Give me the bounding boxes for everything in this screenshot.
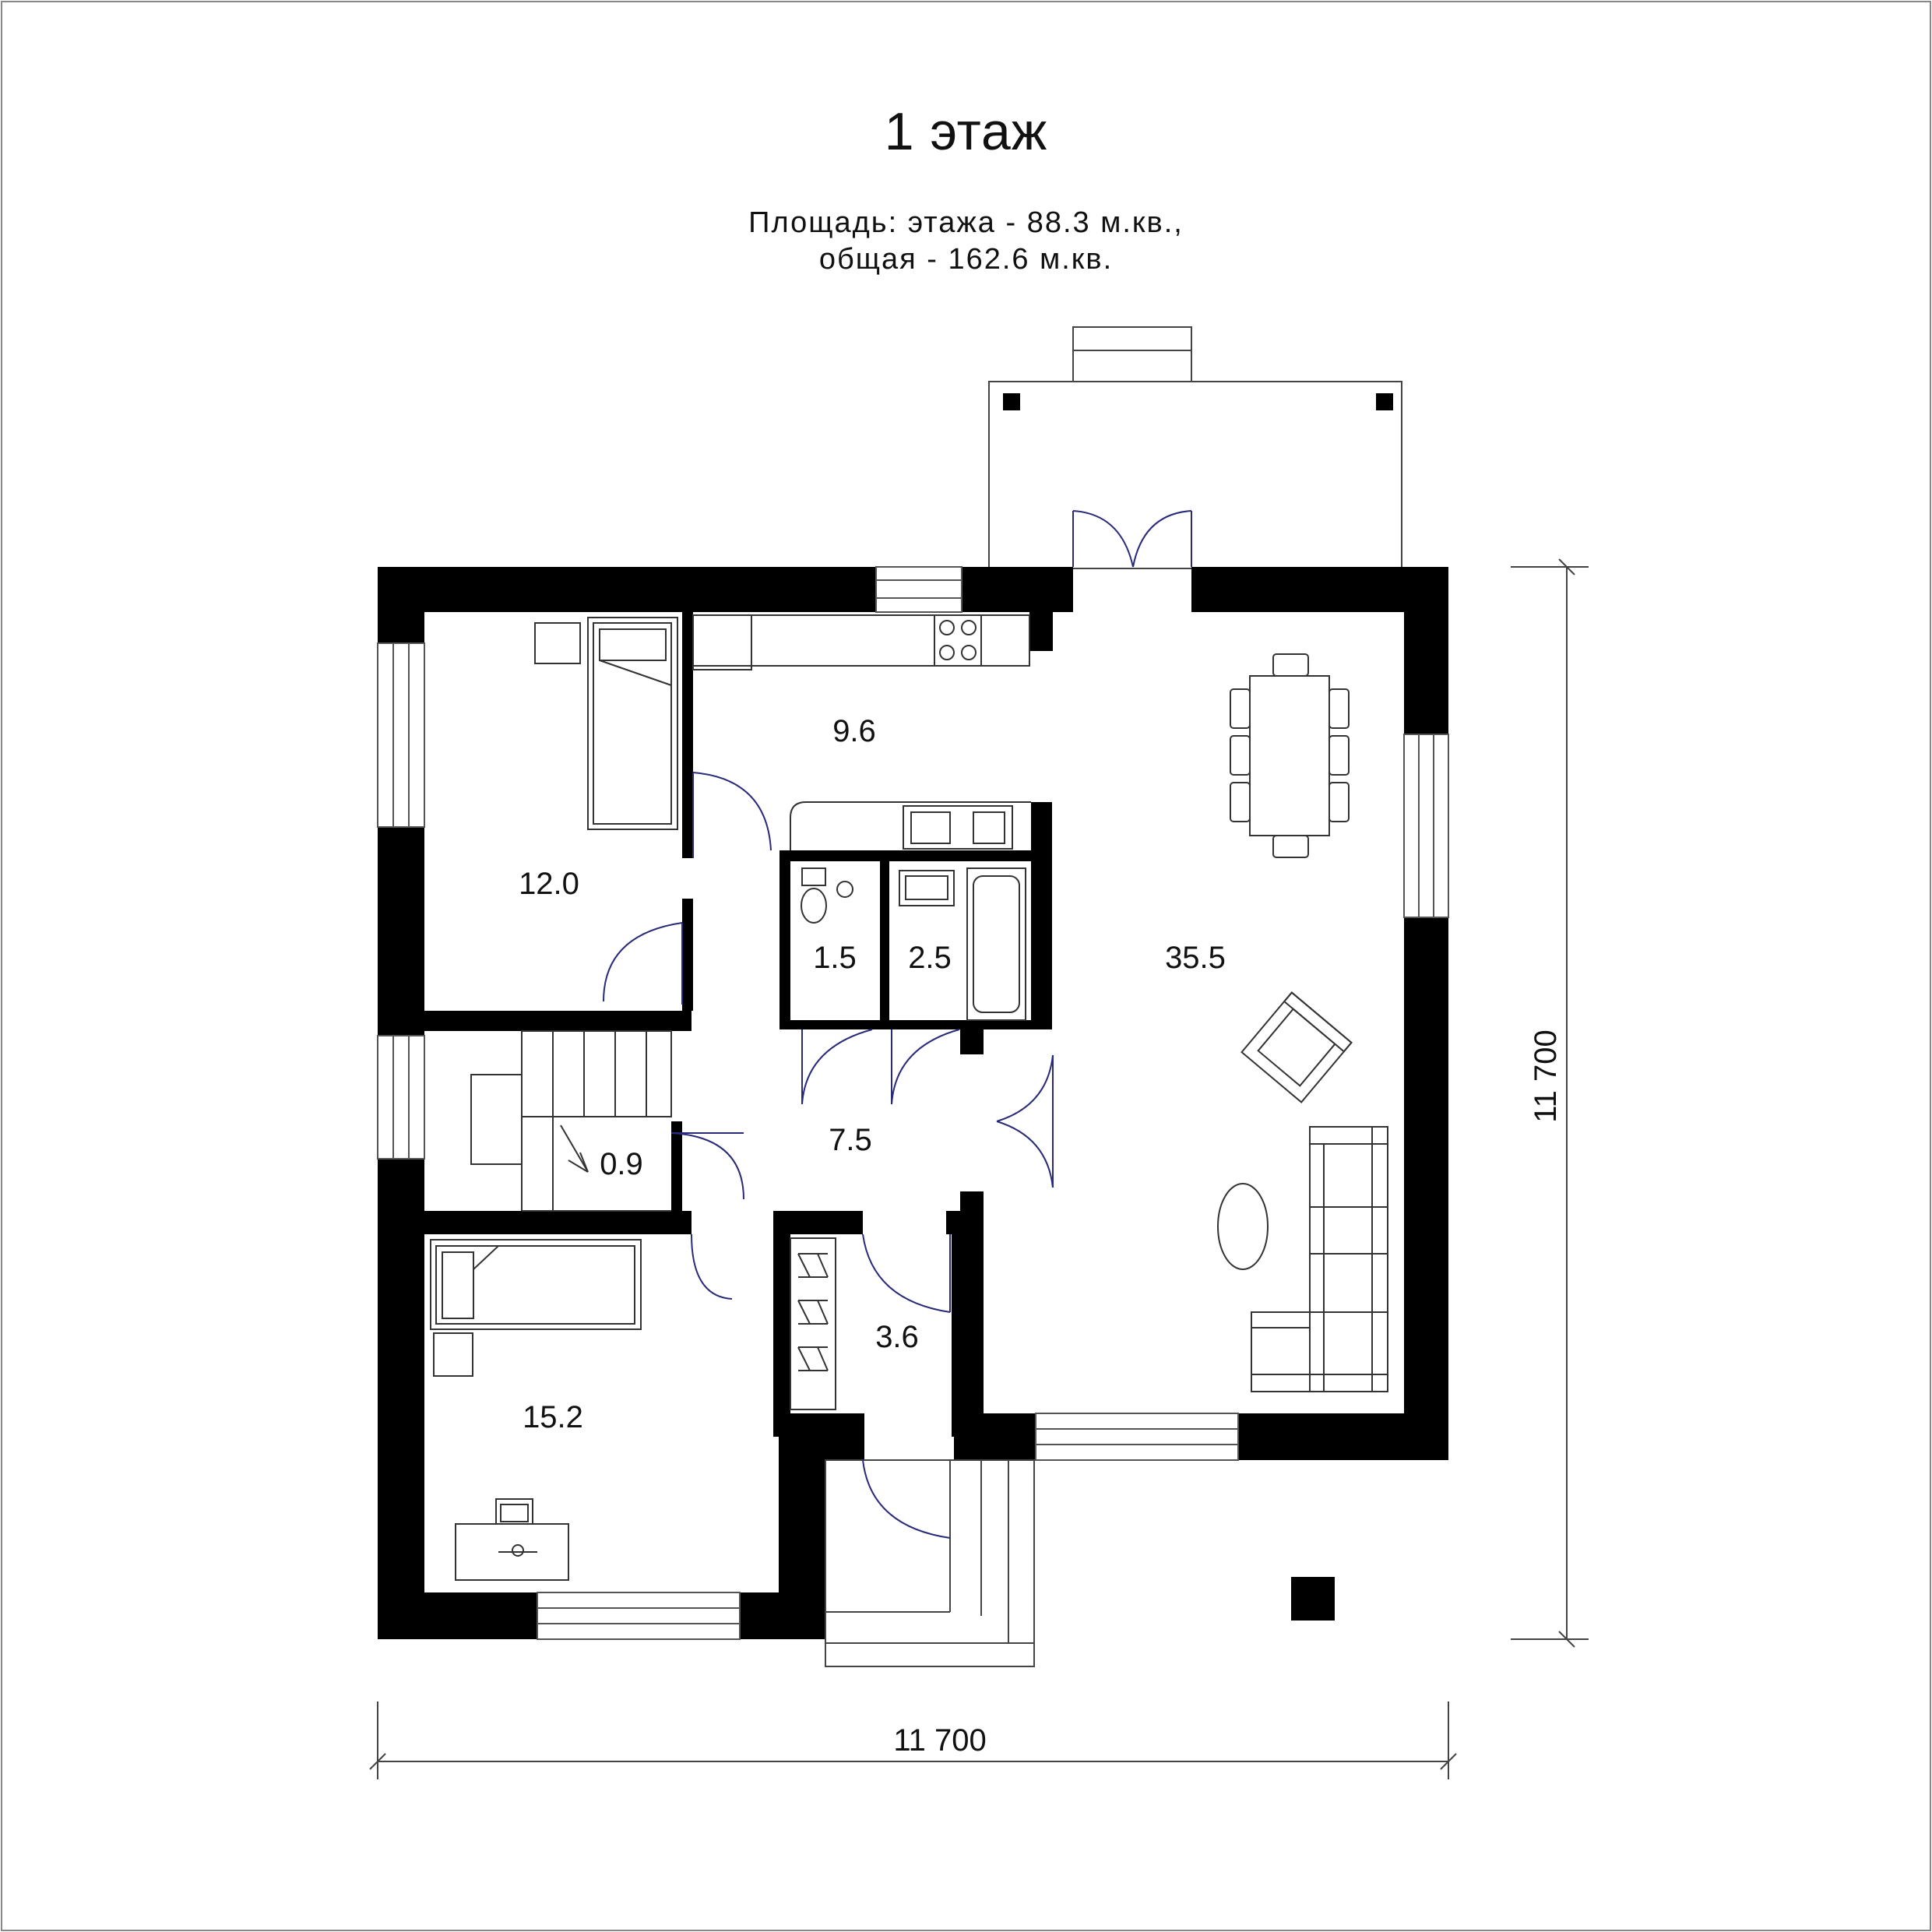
interior-walls xyxy=(424,612,1053,1437)
porch-column-left xyxy=(1003,393,1020,410)
toilet xyxy=(801,867,853,924)
dimension-horizontal xyxy=(369,1701,1457,1779)
floor-title: 1 этаж xyxy=(884,102,1048,161)
dimension-height-label: 11 700 xyxy=(1529,1029,1563,1122)
sofa xyxy=(1251,1126,1388,1392)
front-porch xyxy=(988,326,1402,569)
desk xyxy=(455,1498,569,1581)
porch-column-right xyxy=(1376,393,1393,410)
dining-table xyxy=(1230,653,1350,858)
room-area-wc: 1.5 xyxy=(813,941,857,975)
dimension-vertical xyxy=(1511,558,1589,1648)
room-area-wardrobe: 3.6 xyxy=(875,1320,919,1354)
room-area-closet: 0.9 xyxy=(600,1147,643,1181)
kitchen-sink-counter xyxy=(790,801,1031,850)
room-area-bathroom: 2.5 xyxy=(908,941,952,975)
bed-top xyxy=(534,617,678,830)
coffee-table xyxy=(1217,1183,1269,1270)
room-area-living: 35.5 xyxy=(1165,941,1226,975)
room-area-bedroom-top: 12.0 xyxy=(519,867,579,901)
area-line-total: общая - 162.6 м.кв. xyxy=(818,243,1114,276)
bed-bottom xyxy=(430,1239,642,1377)
wardrobe-shelves xyxy=(790,1237,836,1410)
staircase xyxy=(470,1030,672,1212)
windows xyxy=(377,566,1449,1640)
room-area-kitchen: 9.6 xyxy=(832,714,876,748)
rear-porch xyxy=(825,1459,1035,1667)
area-line-floor: Площадь: этажа - 88.3 м.кв., xyxy=(748,206,1184,239)
room-area-bedroom-bottom: 15.2 xyxy=(523,1400,583,1434)
room-area-hall: 7.5 xyxy=(829,1123,872,1157)
door-swings xyxy=(603,510,1192,1313)
armchair xyxy=(1240,991,1353,1103)
kitchen-counter xyxy=(692,614,1030,670)
exterior-walls xyxy=(378,567,1448,1639)
porch-column xyxy=(1291,1577,1335,1621)
dimension-width-label: 11 700 xyxy=(893,1723,986,1758)
bathroom-fixtures xyxy=(899,867,1026,1021)
